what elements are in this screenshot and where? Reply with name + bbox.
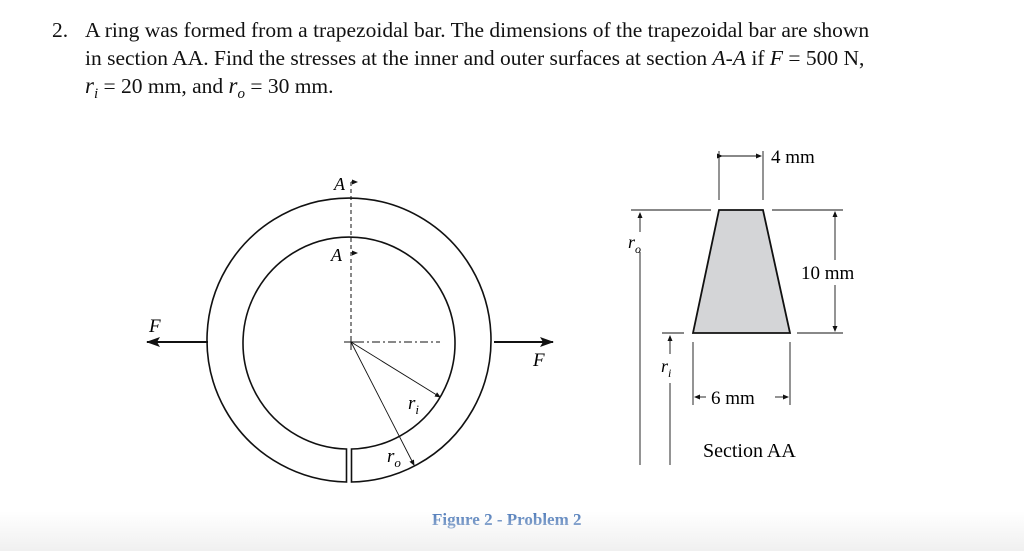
problem-line-2: in section AA. Find the stresses at the … xyxy=(85,46,865,70)
figure-caption: Figure 2 - Problem 2 xyxy=(432,510,582,529)
dim-top-width-label: 4 mm xyxy=(771,147,815,168)
label-A-top: A xyxy=(333,174,346,194)
section-label-ri: ri xyxy=(661,356,671,380)
label-ro: ro xyxy=(387,446,401,470)
problem-line-1: A ring was formed from a trapezoidal bar… xyxy=(85,18,870,42)
radius-ro-line xyxy=(350,341,415,466)
label-F-left: F xyxy=(148,316,161,337)
problem-number: 2. xyxy=(52,18,69,42)
problem-line-3: ri = 20 mm, and ro = 30 mm. xyxy=(85,73,334,102)
trapezoid-section xyxy=(691,209,792,334)
dim-height-label: 10 mm xyxy=(801,263,855,284)
label-ri: ri xyxy=(408,393,419,417)
section-title: Section AA xyxy=(703,440,796,462)
dim-bottom-width-label: 6 mm xyxy=(711,388,755,409)
section-label: A-A xyxy=(712,46,746,70)
ro-value: = 30 mm. xyxy=(244,74,334,98)
label-A-inner: A xyxy=(330,245,343,265)
ro-symbol: r xyxy=(228,73,238,98)
problem-statement: 2. A ring was formed from a trapezoidal … xyxy=(52,16,972,102)
section-aa-diagram: 4 mm 10 mm 6 mm ro ri Section AA xyxy=(628,147,855,465)
ri-value: = 20 mm, and xyxy=(98,74,229,98)
section-label-ro: ro xyxy=(628,232,641,256)
force-symbol: F xyxy=(769,46,783,70)
ring-body xyxy=(206,197,492,483)
ri-symbol: r xyxy=(85,73,94,98)
label-F-right: F xyxy=(532,350,545,371)
ring-diagram: A A ri ro F F xyxy=(146,174,554,483)
force-value: = 500 N, xyxy=(783,46,865,70)
radius-ri-line xyxy=(350,341,441,398)
